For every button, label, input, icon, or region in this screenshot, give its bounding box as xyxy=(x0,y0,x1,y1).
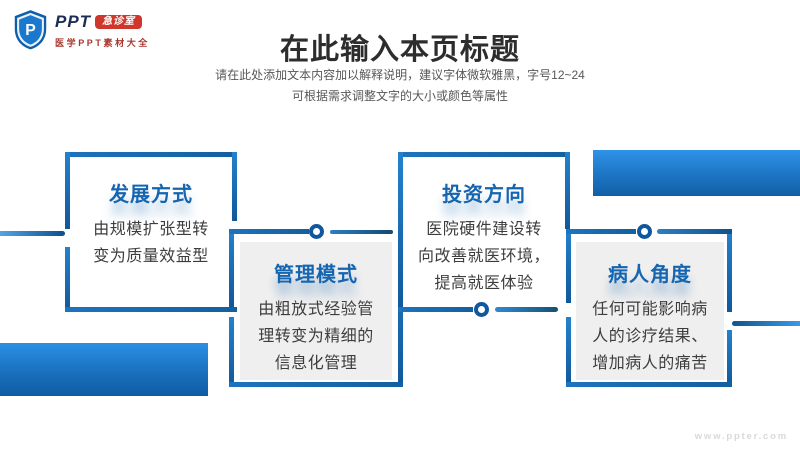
connector-node xyxy=(637,224,652,239)
box2-border-left-upper xyxy=(229,229,234,307)
box1-border-right xyxy=(232,152,237,221)
box3: 投资方向 医院硬件建设转 向改善就医环境， 提高就医体验 xyxy=(403,178,565,298)
connector-box3-bottom-dash xyxy=(495,307,558,312)
box3-body: 医院硬件建设转 向改善就医环境， 提高就医体验 xyxy=(417,221,550,292)
accent-bar-left xyxy=(0,343,208,396)
watermark: www.ppter.com xyxy=(694,431,788,442)
connector-box2-top-dash xyxy=(330,229,393,234)
box2-title: 管理模式 xyxy=(274,264,358,286)
box2-body: 由粗放式经验管 理转变为精细的 信息化管理 xyxy=(258,301,374,372)
box1-title: 发展方式 xyxy=(109,184,193,206)
brand-badge: 急诊室 xyxy=(95,15,143,29)
box1-border-left-lower xyxy=(65,247,70,312)
box4-border-bottom xyxy=(566,382,732,387)
accent-bar-right xyxy=(593,150,800,196)
connector-box2-top-solid xyxy=(229,229,309,234)
box1-border-left-upper xyxy=(65,152,70,229)
box4-border-right-upper xyxy=(727,229,732,312)
box4: 病人角度 任何可能影响病 人的诊疗结果、 增加病人的痛苦 xyxy=(582,258,718,378)
box3-border-left xyxy=(398,152,403,312)
box4-border-left-lower xyxy=(566,317,571,387)
box2-border-left-lower xyxy=(229,317,234,387)
box2: 管理模式 由粗放式经验管 理转变为精细的 信息化管理 xyxy=(246,258,386,378)
page-subtitle-line1: 请在此处添加文本内容加以解释说明，建议字体微软雅黑，字号12~24 xyxy=(215,68,585,82)
connector-line-right-exit xyxy=(732,321,800,326)
box4-panel xyxy=(576,242,724,380)
page-title: 在此输入本页标题 xyxy=(279,34,520,66)
box4-body: 任何可能影响病 人的诊疗结果、 增加病人的痛苦 xyxy=(592,301,708,372)
logo-text: PPT 急诊室 医学PPT素材大全 xyxy=(55,12,150,49)
shield-letter: P xyxy=(25,22,35,39)
connector-node xyxy=(474,302,489,317)
box3-border-top xyxy=(398,152,570,157)
box2-panel xyxy=(240,242,392,380)
connector-line-left-entry xyxy=(0,231,65,236)
box1: 发展方式 由规模扩张型转 变为质量效益型 xyxy=(70,178,232,271)
connector-box4-top-solid xyxy=(566,229,636,234)
logo: P PPT 急诊室 医学PPT素材大全 xyxy=(12,9,150,50)
brand-name: PPT xyxy=(55,12,92,31)
box4-title: 病人角度 xyxy=(608,264,692,286)
box4-border-right-lower xyxy=(727,330,732,387)
connector-box3-bottom-solid xyxy=(398,307,473,312)
connector-node xyxy=(309,224,324,239)
box1-border-bottom xyxy=(65,307,237,312)
box2-border-bottom xyxy=(229,382,403,387)
box4-border-left-upper xyxy=(566,229,571,303)
connector-box4-top-dash xyxy=(657,229,732,234)
shield-logo-icon: P xyxy=(14,10,47,50)
box1-body: 由规模扩张型转 变为质量效益型 xyxy=(93,221,209,265)
box3-title: 投资方向 xyxy=(442,184,526,206)
box3-border-right xyxy=(565,152,570,229)
page-subtitle-line2: 可根据需求调整文字的大小或颜色等属性 xyxy=(291,89,508,103)
brand-subtitle: 医学PPT素材大全 xyxy=(55,38,150,48)
box1-border-top xyxy=(65,152,237,157)
